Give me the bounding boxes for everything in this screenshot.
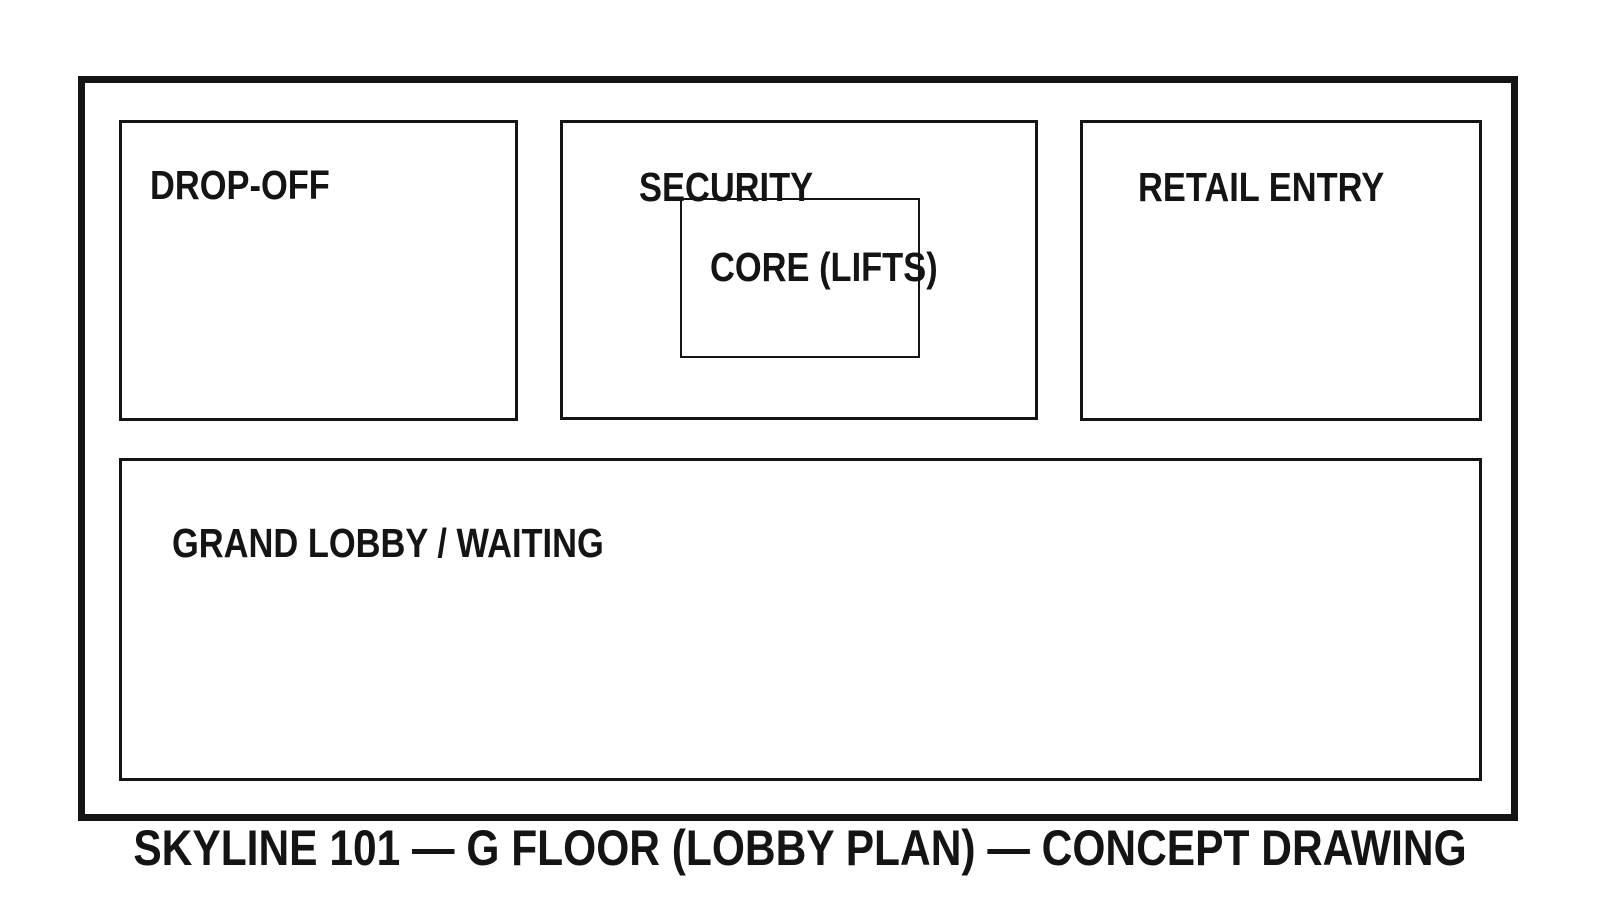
room-grand-lobby: GRAND LOBBY / WAITING [119, 458, 1482, 781]
room-grand-lobby-label: GRAND LOBBY / WAITING [172, 520, 604, 566]
room-retail-entry-label: RETAIL ENTRY [1138, 164, 1385, 210]
room-security: CORE (LIFTS) SECURITY [560, 120, 1038, 420]
drawing-outer-frame [78, 76, 1518, 821]
room-core-lifts: CORE (LIFTS) [680, 198, 938, 358]
drawing-title: SKYLINE 101 — G FLOOR (LOBBY PLAN) — CON… [133, 820, 1467, 876]
room-core-lifts-label: CORE (LIFTS) [710, 244, 938, 290]
room-retail-entry: RETAIL ENTRY [1080, 120, 1482, 421]
room-security-label: SECURITY [639, 164, 814, 210]
room-drop-off: DROP-OFF [119, 120, 518, 421]
room-drop-off-label: DROP-OFF [150, 162, 330, 208]
